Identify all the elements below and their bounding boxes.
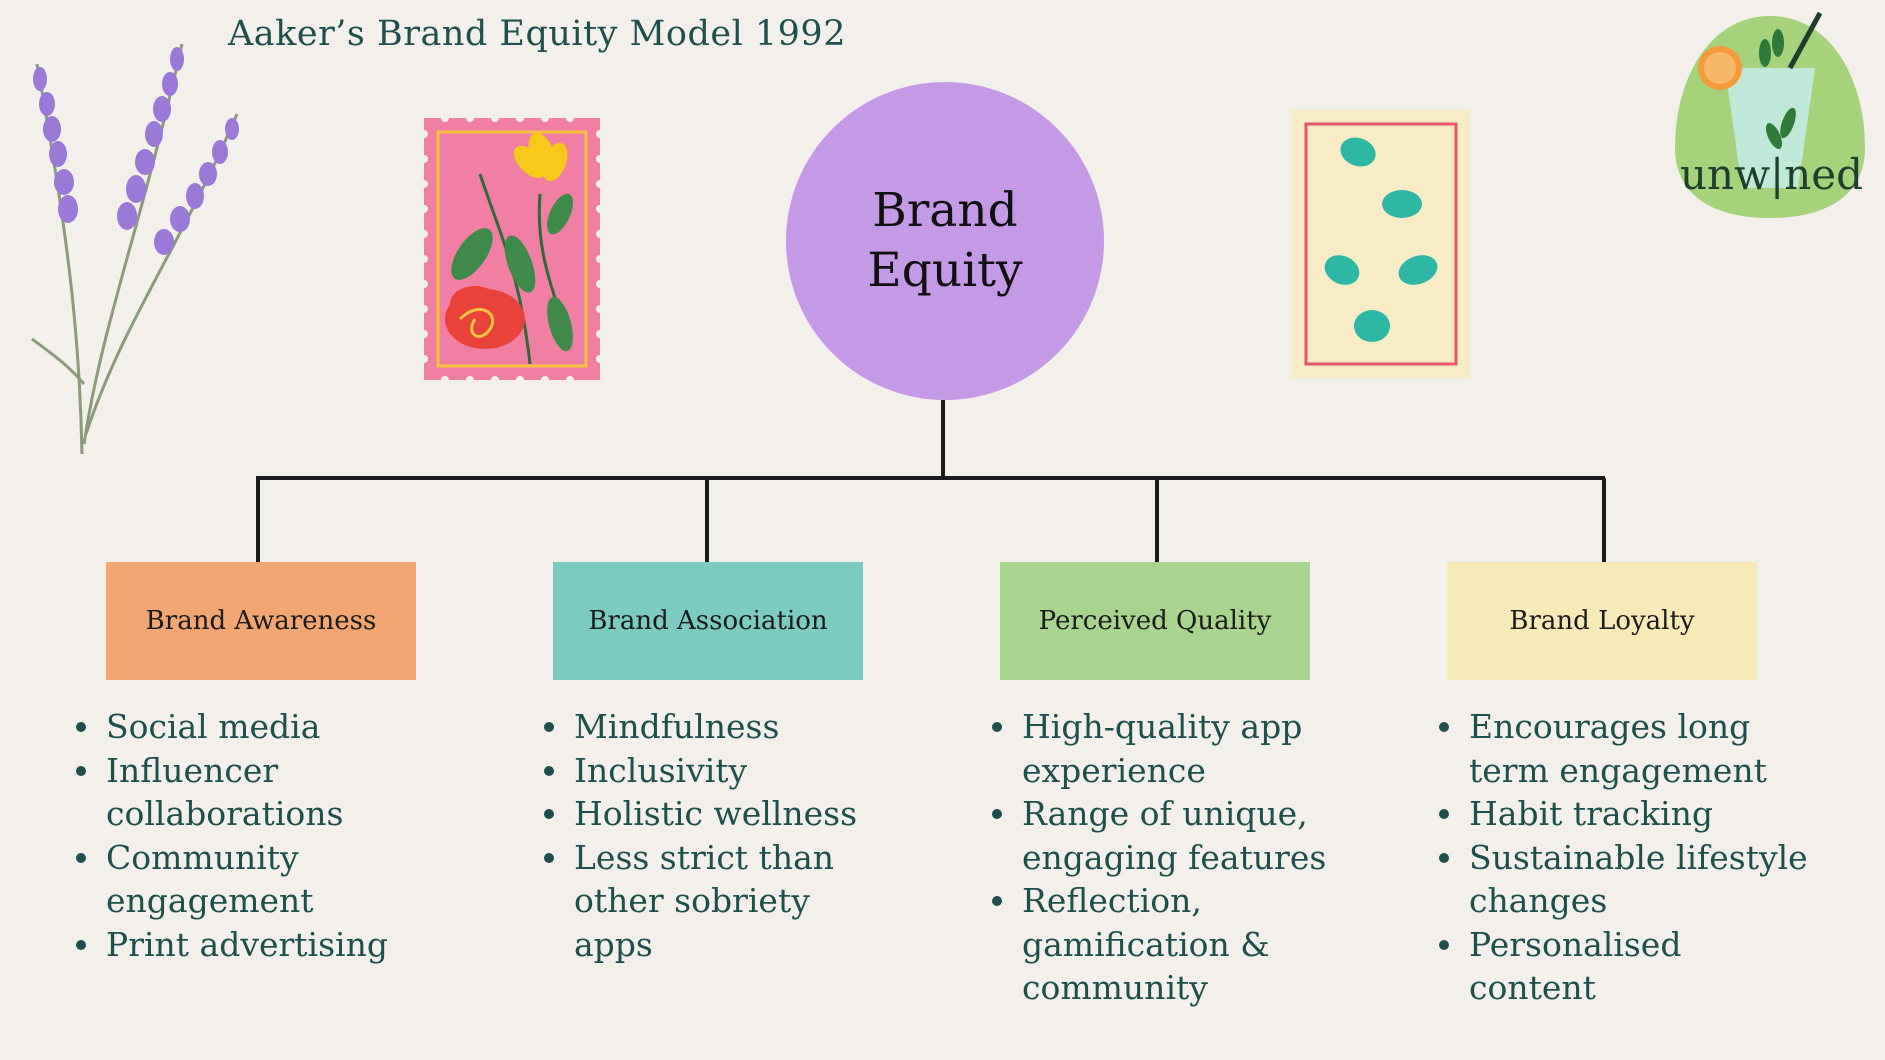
brand-awareness-label: Brand Awareness — [145, 606, 377, 636]
brand-association-list: Mindfulness Inclusivity Holistic wellnes… — [540, 705, 890, 966]
list-item: Reflection, gamification & community — [988, 879, 1333, 1010]
list-item: Less strict than other sobriety apps — [540, 836, 890, 967]
list-item: Mindfulness — [540, 705, 890, 749]
list-item: Community engagement — [72, 836, 402, 923]
list-item: Sustainable lifestyle changes — [1435, 836, 1815, 923]
lavender-sprig-icon — [31, 43, 239, 455]
list-item: Social media — [72, 705, 402, 749]
list-item: Encourages long term engagement — [1435, 705, 1815, 792]
brand-association-box: Brand Association — [553, 562, 863, 680]
list-item: Range of unique, engaging features — [988, 792, 1333, 879]
brand-equity-node: Brand Equity — [786, 82, 1104, 400]
list-item: Inclusivity — [540, 749, 890, 793]
perceived-quality-box: Perceived Quality — [1000, 562, 1310, 680]
brand-loyalty-label: Brand Loyalty — [1509, 606, 1695, 636]
perceived-quality-list: High-quality app experience Range of uni… — [988, 705, 1333, 1010]
brand-logo: unw|ned — [1680, 150, 1863, 199]
brand-loyalty-list: Encourages long term engagement Habit tr… — [1435, 705, 1815, 1010]
flower-stamp-icon — [420, 114, 604, 384]
list-item: High-quality app experience — [988, 705, 1333, 792]
brand-awareness-box: Brand Awareness — [106, 562, 416, 680]
perceived-quality-label: Perceived Quality — [1038, 606, 1272, 636]
shell-stamp-icon — [1292, 110, 1470, 378]
brand-association-label: Brand Association — [588, 606, 828, 636]
list-item: Holistic wellness — [540, 792, 890, 836]
brand-equity-label: Brand Equity — [867, 183, 1023, 298]
page-title: Aaker’s Brand Equity Model 1992 — [228, 14, 846, 54]
list-item: Influencer collaborations — [72, 749, 402, 836]
brand-awareness-list: Social media Influencer collaborations C… — [72, 705, 402, 966]
list-item: Habit tracking — [1435, 792, 1815, 836]
brand-loyalty-box: Brand Loyalty — [1447, 562, 1757, 680]
list-item: Print advertising — [72, 923, 402, 967]
list-item: Personalised content — [1435, 923, 1815, 1010]
cocktail-glass-icon — [1675, 11, 1865, 218]
